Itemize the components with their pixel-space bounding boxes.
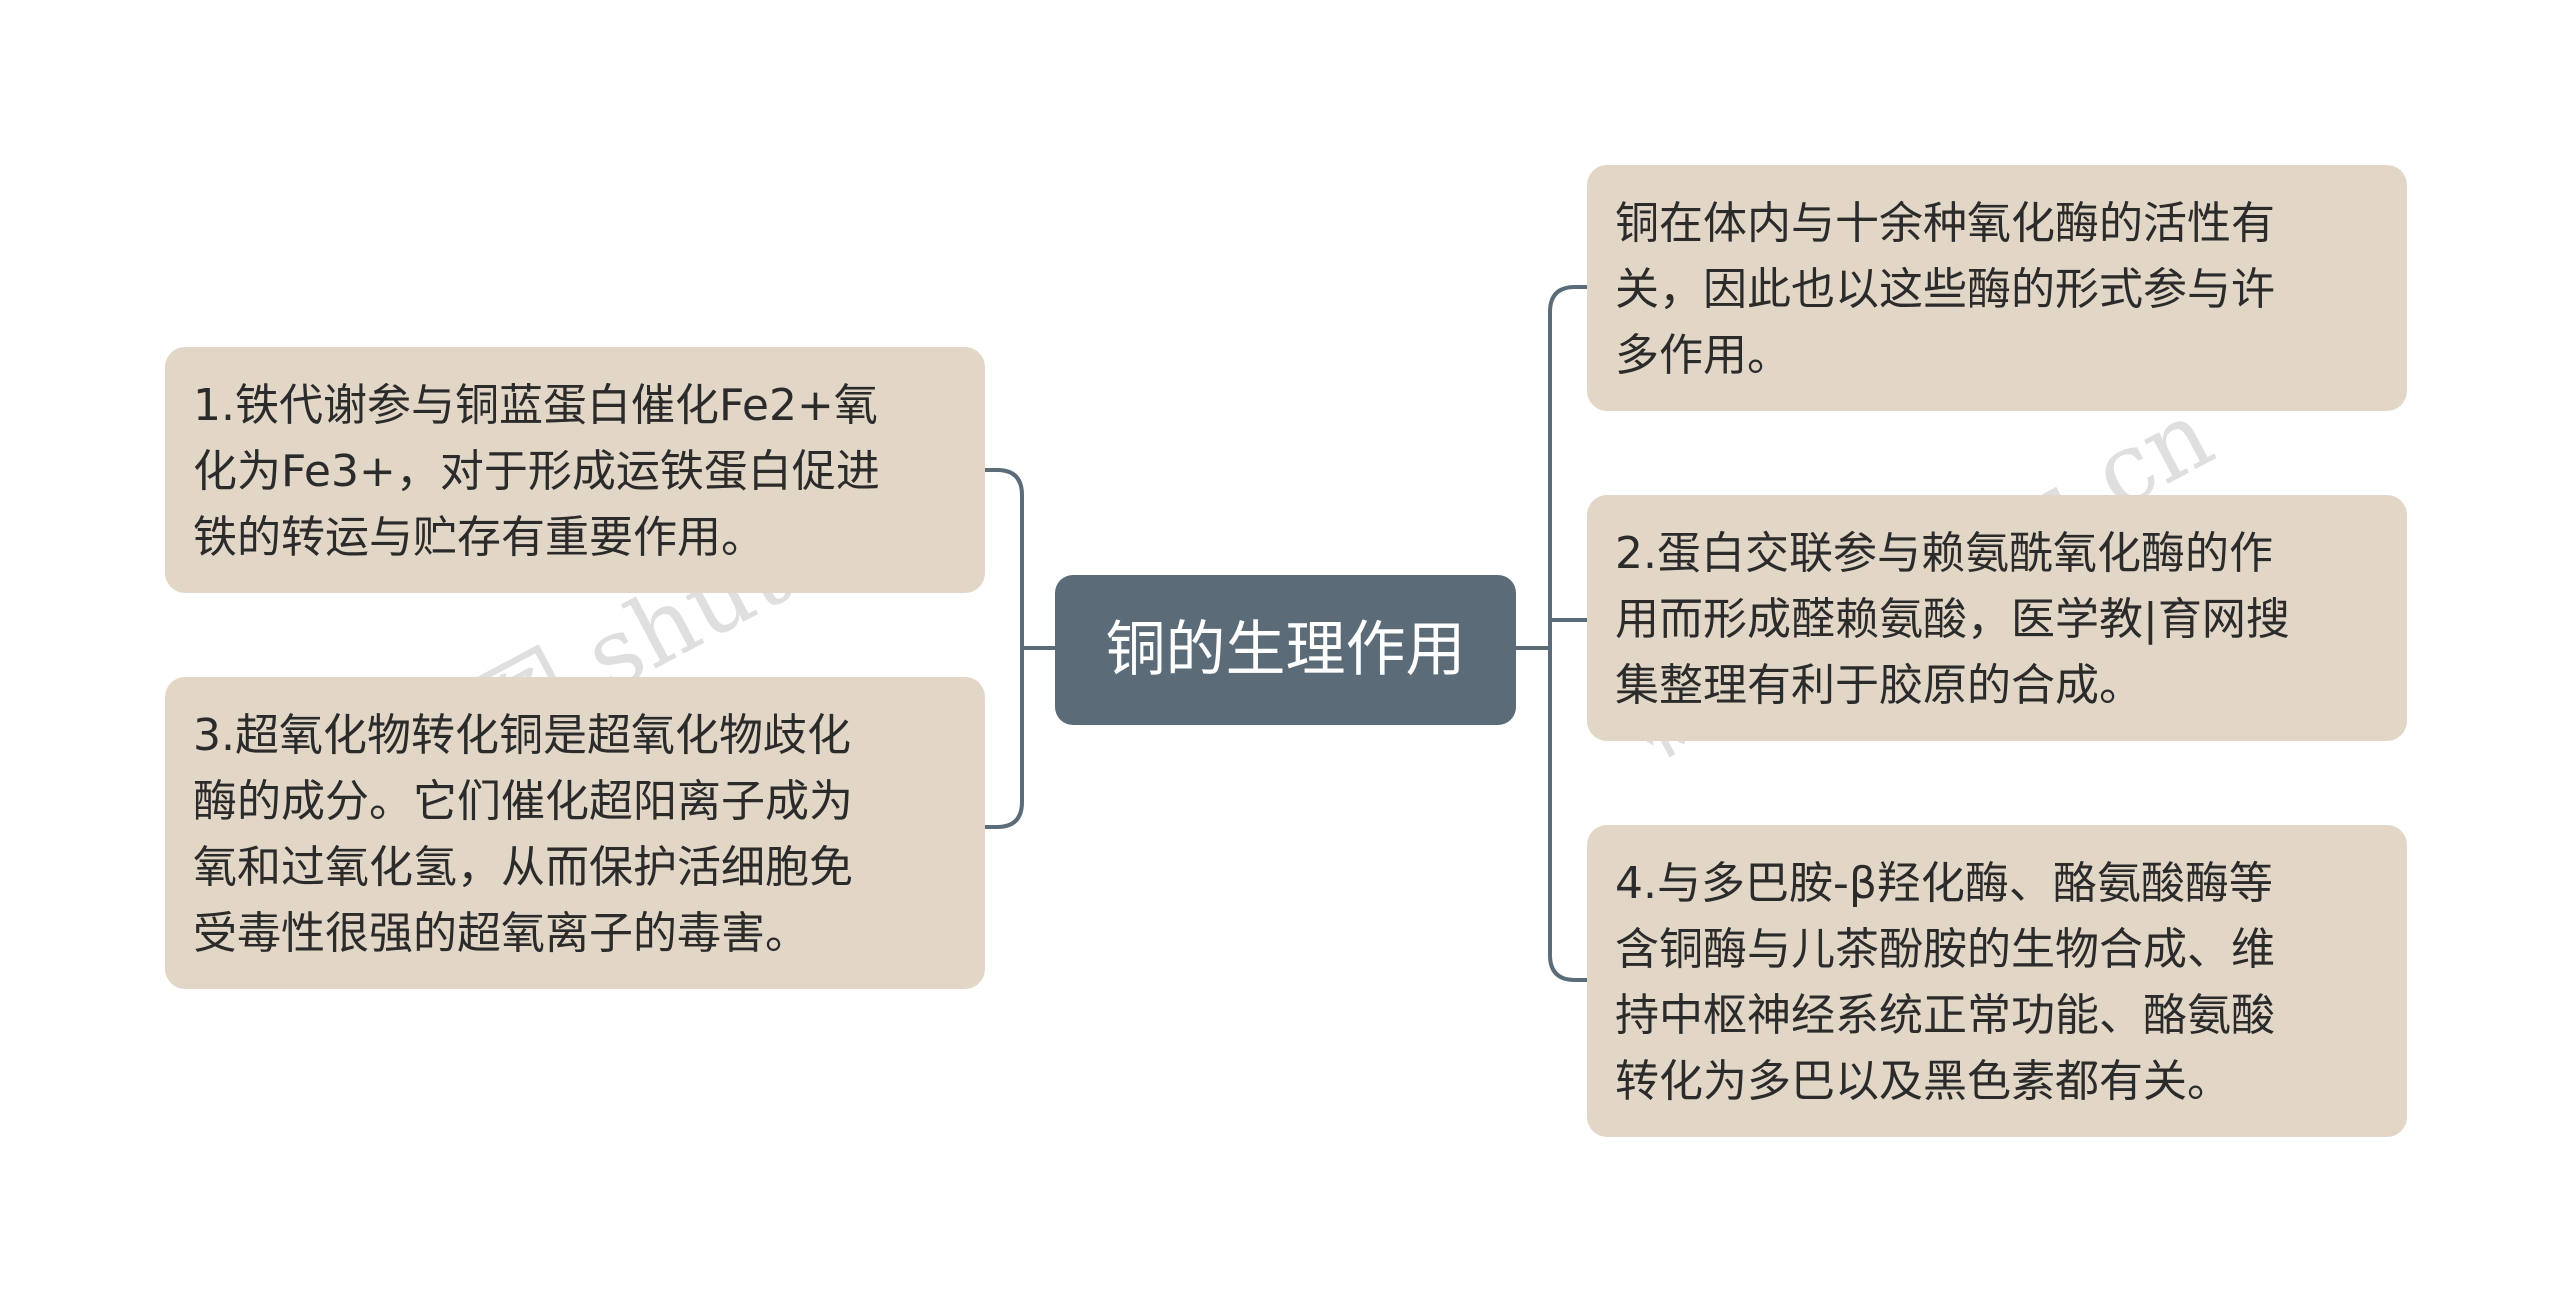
branch-node-right-2[interactable]: 2.蛋白交联参与赖氨酰氧化酶的作 用而形成醛赖氨酸，医学教|育网搜 集整理有利于… bbox=[1587, 495, 2407, 741]
central-topic[interactable]: 铜的生理作用 bbox=[1055, 575, 1516, 725]
connector-left-1 bbox=[983, 468, 1024, 650]
branch-node-text: 4.与多巴胺-β羟化酶、酪氨酸酶等 含铜酶与儿茶酚胺的生物合成、维 持中枢神经系… bbox=[1615, 858, 2275, 1107]
branch-node-text: 铜在体内与十余种氧化酶的活性有 关，因此也以这些酶的形式参与许 多作用。 bbox=[1615, 198, 2275, 381]
connector-left-3 bbox=[983, 646, 1024, 829]
branch-node-text: 2.蛋白交联参与赖氨酰氧化酶的作 用而形成醛赖氨酸，医学教|育网搜 集整理有利于… bbox=[1615, 528, 2290, 711]
branch-node-text: 3.超氧化物转化铜是超氧化物歧化 酶的成分。它们催化超阳离子成为 氧和过氧化氢，… bbox=[193, 710, 853, 959]
connector-right-4 bbox=[1548, 646, 1589, 982]
branch-node-left-3[interactable]: 3.超氧化物转化铜是超氧化物歧化 酶的成分。它们催化超阳离子成为 氧和过氧化氢，… bbox=[165, 677, 985, 989]
branch-node-right-4[interactable]: 4.与多巴胺-β羟化酶、酪氨酸酶等 含铜酶与儿茶酚胺的生物合成、维 持中枢神经系… bbox=[1587, 825, 2407, 1137]
central-topic-label: 铜的生理作用 bbox=[1105, 615, 1466, 685]
branch-node-text: 1.铁代谢参与铜蓝蛋白催化Fe2+氧 化为Fe3+，对于形成运铁蛋白促进 铁的转… bbox=[193, 380, 880, 563]
connector-right-top bbox=[1548, 285, 1589, 650]
branch-node-left-1[interactable]: 1.铁代谢参与铜蓝蛋白催化Fe2+氧 化为Fe3+，对于形成运铁蛋白促进 铁的转… bbox=[165, 347, 985, 593]
branch-node-right-top[interactable]: 铜在体内与十余种氧化酶的活性有 关，因此也以这些酶的形式参与许 多作用。 bbox=[1587, 165, 2407, 411]
